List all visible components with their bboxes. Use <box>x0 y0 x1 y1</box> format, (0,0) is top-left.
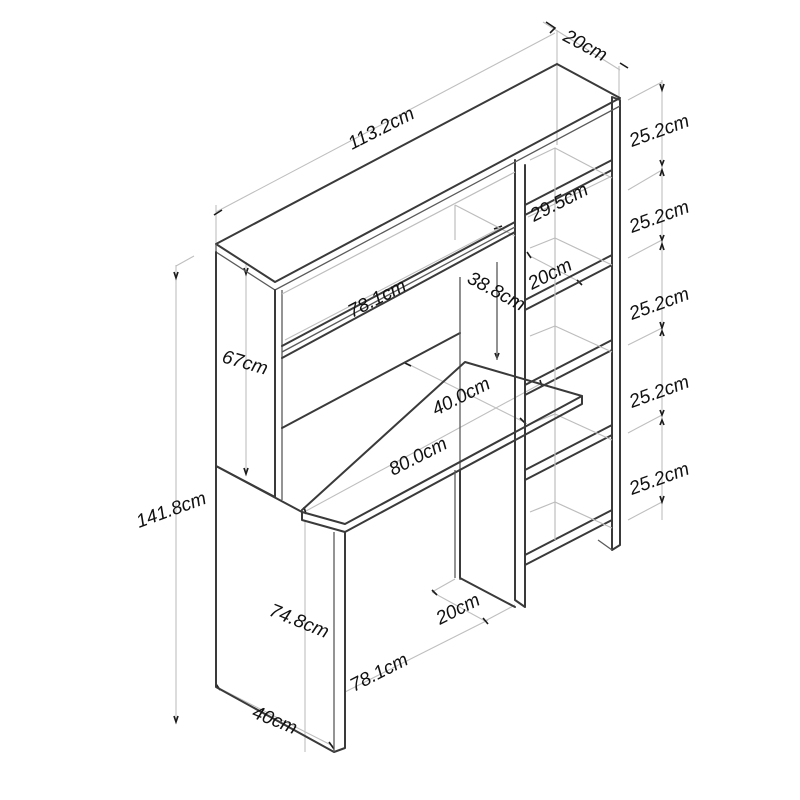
furniture-body <box>215 62 621 753</box>
dimension-lines <box>173 21 665 752</box>
label-desk-depth: 40.0cm <box>429 373 494 420</box>
label-overall-height: 141.8cm <box>134 488 210 533</box>
label-shelf-height-1: 25.2cm <box>626 111 693 152</box>
label-desk-width: 80.0cm <box>386 433 451 480</box>
label-shelf-height-3: 25.2cm <box>626 284 693 325</box>
label-shelf-height-2: 25.2cm <box>626 197 693 238</box>
dimension-labels: 113.2cm 20cm 25.2cm 25.2cm 25.2cm 25.2cm… <box>134 25 693 739</box>
label-overall-depth: 20cm <box>559 25 611 66</box>
label-overall-width: 113.2cm <box>345 103 418 154</box>
label-leg-depth: 40cm <box>249 702 300 739</box>
label-hutch-height: 67cm <box>220 347 270 380</box>
label-hutch-opening-height: 38.8cm <box>464 268 529 316</box>
label-desk-height: 74.8cm <box>266 600 332 643</box>
label-shelf-height-4: 25.2cm <box>626 372 693 413</box>
label-knee-space-width: 78.1cm <box>347 649 412 696</box>
label-shelf-height-5: 25.2cm <box>626 459 693 500</box>
label-hutch-shelf-width: 78.1cm <box>345 275 410 322</box>
